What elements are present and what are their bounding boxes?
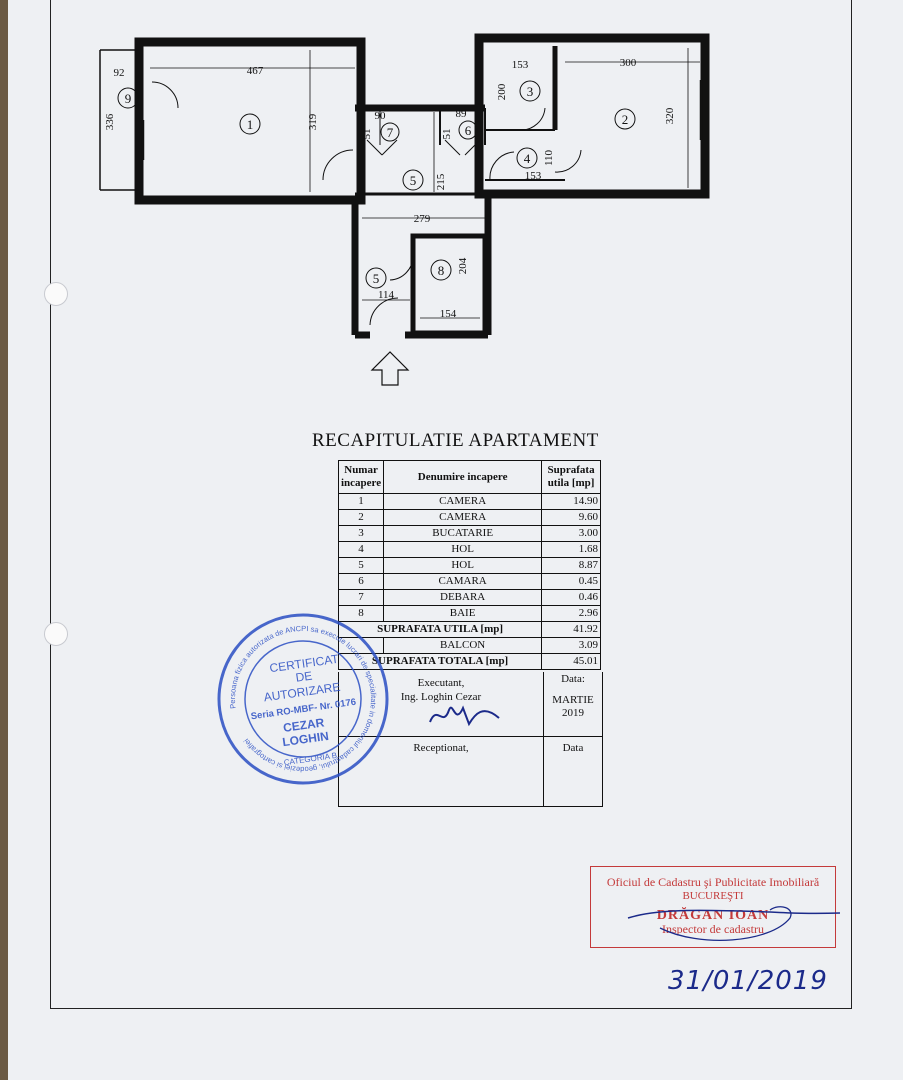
- recap-title: RECAPITULATIE APARTAMENT: [312, 430, 599, 451]
- room-label-9: 9: [125, 91, 132, 106]
- row-room-name: CAMERA: [383, 493, 543, 510]
- room-label-8: 8: [438, 263, 445, 278]
- punch-hole-bottom: [44, 622, 68, 646]
- floor-plan: 92 467 336 319 90 51 89 51 153 200 300 3…: [99, 33, 710, 386]
- red-stamp-role: Inspector de cadastru: [662, 922, 764, 936]
- room-label-6: 6: [465, 123, 472, 138]
- dim-92: 92: [114, 67, 125, 79]
- row-room-name: HOL: [383, 557, 543, 574]
- dim-154: 154: [440, 308, 457, 320]
- row-number: 3: [337, 525, 385, 542]
- data-value-month: MARTIE: [552, 694, 594, 706]
- executant-label: Executant,: [417, 677, 465, 689]
- row-number: 2: [337, 509, 385, 526]
- totala-label: SUPRAFATA TOTALA [mp]: [337, 653, 543, 670]
- room-label-5-lower: 5: [373, 271, 380, 286]
- plan-walls: [99, 33, 710, 386]
- row-number: 1: [337, 493, 385, 510]
- balcon-label: BALCON: [383, 637, 543, 654]
- dim-319: 319: [307, 113, 319, 130]
- header-denumire: Denumire incapere: [383, 460, 543, 494]
- punch-hole-top: [44, 282, 68, 306]
- executant-name: Ing. Loghin Cezar: [400, 691, 482, 703]
- dim-51-right: 51: [441, 129, 453, 140]
- row-room-name: HOL: [383, 541, 543, 558]
- header-suprafata: Suprafata utila [mp]: [541, 460, 601, 494]
- dim-215: 215: [435, 173, 447, 190]
- recap-table: Numar incapere Denumire incapere Suprafa…: [337, 460, 601, 670]
- dim-114: 114: [378, 289, 395, 301]
- row-area: 0.46: [541, 589, 601, 606]
- dim-153-bottom: 153: [525, 170, 542, 182]
- receptionat-label: Receptionat,: [413, 742, 469, 754]
- authorization-stamp: Persoana fizica autorizata de ANCPI sa e…: [217, 613, 389, 785]
- header-numar: Numar incapere: [337, 460, 385, 494]
- recap-header-row: Numar incapere Denumire incapere Suprafa…: [337, 460, 601, 494]
- dim-320: 320: [664, 107, 676, 124]
- row-area: 9.60: [541, 509, 601, 526]
- row-area: 2.96: [541, 605, 601, 622]
- utila-label: SUPRAFATA UTILA [mp]: [337, 621, 543, 638]
- row-room-name: BUCATARIE: [383, 525, 543, 542]
- row-suprafata-utila: SUPRAFATA UTILA [mp] 41.92: [337, 621, 601, 638]
- dim-110: 110: [543, 149, 555, 166]
- room-label-2: 2: [622, 112, 629, 127]
- dim-51-left: 51: [361, 129, 373, 140]
- row-room-name: CAMERA: [383, 509, 543, 526]
- row-suprafata-totala: SUPRAFATA TOTALA [mp] 45.01: [337, 653, 601, 670]
- row-number: 4: [337, 541, 385, 558]
- row-number: 7: [337, 589, 385, 606]
- stamp-line-cezar: CEZAR: [282, 715, 325, 735]
- page-border-frame: [50, 0, 852, 1009]
- row-number: 6: [337, 573, 385, 590]
- dim-153-top: 153: [512, 59, 529, 71]
- dim-89: 89: [456, 108, 468, 120]
- signature-box: Executant, Ing. Loghin Cezar Data: MARTI…: [338, 672, 603, 807]
- utila-value: 41.92: [541, 621, 601, 638]
- dim-204: 204: [457, 257, 469, 274]
- row-room-name: CAMARA: [383, 573, 543, 590]
- dim-336: 336: [104, 113, 116, 130]
- dim-300: 300: [620, 57, 637, 69]
- dim-200: 200: [496, 83, 508, 100]
- room-label-7: 7: [387, 125, 394, 140]
- room-label-1: 1: [247, 117, 254, 132]
- row-number: 5: [337, 557, 385, 574]
- data-label-2: Data: [562, 742, 584, 754]
- room-label-5-main: 5: [410, 173, 417, 188]
- row-area: 8.87: [541, 557, 601, 574]
- dim-90: 90: [375, 110, 387, 122]
- plan-dimensions: 92 467 336 319 90 51 89 51 153 200 300 3…: [104, 57, 676, 320]
- dim-279: 279: [414, 213, 431, 225]
- row-area: 14.90: [541, 493, 601, 510]
- dim-467: 467: [247, 65, 264, 77]
- red-stamp-office: Oficiul de Cadastru şi Publicitate Imobi…: [606, 875, 820, 889]
- stamp-line-de: DE: [295, 669, 313, 685]
- row-area: 3.00: [541, 525, 601, 542]
- row-room-name: BAIE: [383, 605, 543, 622]
- red-stamp-city: BUCUREŞTI: [682, 890, 744, 902]
- row-room-name: DEBARA: [383, 589, 543, 606]
- data-value-year: 2019: [562, 707, 584, 719]
- totala-value: 45.01: [541, 653, 601, 670]
- row-area: 1.68: [541, 541, 601, 558]
- executant-signature: [429, 705, 500, 727]
- handwritten-date: 31/01/2019: [668, 966, 828, 996]
- data-label-1: Data:: [561, 673, 585, 685]
- room-label-3: 3: [527, 84, 534, 99]
- room-label-4: 4: [524, 151, 531, 166]
- row-area: 0.45: [541, 573, 601, 590]
- stamp-line-loghin: LOGHIN: [282, 729, 330, 749]
- plan-room-labels: 1 2 3 4 5 5 6 7 8 9: [117, 80, 636, 289]
- inspector-signature: [627, 906, 841, 941]
- balcon-value: 3.09: [541, 637, 601, 654]
- row-balcon: BALCON 3.09: [337, 637, 601, 654]
